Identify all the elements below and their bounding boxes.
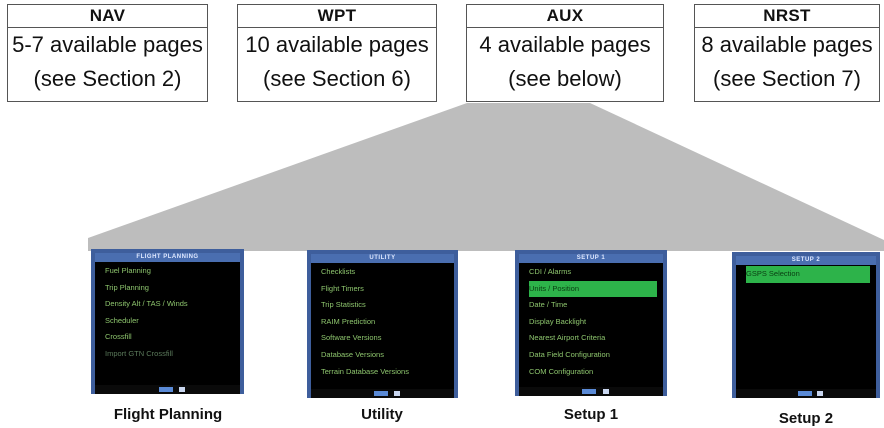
aux-box-reference: (see below)	[508, 66, 622, 91]
menu-list: CDI / Alarms Units / Position Date / Tim…	[529, 264, 657, 380]
menu-item[interactable]: Trip Planning	[105, 282, 149, 292]
screen-title: FLIGHT PLANNING	[95, 253, 240, 262]
page-indicator-bar	[95, 385, 240, 394]
nav-box-reference: (see Section 2)	[33, 66, 182, 91]
wpt-page-group-box: WPT 10 available pages (see Section 6)	[237, 4, 437, 102]
wpt-box-reference: (see Section 6)	[263, 66, 411, 91]
menu-list: Checklists Flight Timers Trip Statistics…	[321, 264, 448, 380]
page-indicator-bar	[311, 389, 454, 398]
nrst-box-header: NRST	[695, 5, 879, 28]
nav-box-count: 5-7 available pages	[12, 32, 203, 57]
aux-box-count: 4 available pages	[479, 32, 651, 57]
nrst-box-count: 8 available pages	[701, 32, 873, 57]
menu-list: GSPS Selection	[746, 266, 870, 283]
screen-title: UTILITY	[311, 254, 454, 263]
utility-caption: Utility	[361, 406, 403, 423]
page-indicator-bar	[736, 389, 876, 398]
nav-box-header: NAV	[8, 5, 207, 28]
flight-planning-screen: FLIGHT PLANNING Fuel Planning Trip Plann…	[91, 249, 244, 394]
wpt-box-count: 10 available pages	[245, 32, 429, 57]
menu-item[interactable]: Database Versions	[321, 349, 384, 359]
menu-item[interactable]: Density Alt / TAS / Winds	[105, 299, 188, 309]
menu-item-selected[interactable]: Units / Position	[529, 280, 657, 298]
aux-box-header: AUX	[467, 5, 663, 28]
setup-1-screen: SETUP 1 CDI / Alarms Units / Position Da…	[515, 250, 667, 396]
menu-item[interactable]: Software Versions	[321, 333, 382, 343]
nrst-page-group-box: NRST 8 available pages (see Section 7)	[694, 4, 880, 102]
menu-item[interactable]: Scheduler	[105, 315, 139, 325]
menu-item[interactable]: RAIM Prediction	[321, 316, 376, 326]
fan-shape	[88, 103, 884, 251]
screen-title: SETUP 1	[519, 254, 663, 263]
screen-title: SETUP 2	[736, 256, 876, 265]
menu-item[interactable]: Crossfill	[105, 332, 132, 342]
menu-item[interactable]: Display Backlight	[529, 316, 587, 326]
wpt-box-header: WPT	[238, 5, 436, 28]
screen-bezel	[307, 250, 458, 398]
menu-list: Fuel Planning Trip Planning Density Alt …	[105, 263, 234, 363]
menu-item[interactable]: CDI / Alarms	[529, 267, 572, 276]
flight-planning-caption: Flight Planning	[113, 406, 223, 423]
utility-screen: UTILITY Checklists Flight Timers Trip St…	[307, 250, 458, 398]
menu-item[interactable]: Data Field Configuration	[529, 349, 610, 359]
screen-bezel	[91, 249, 244, 394]
nrst-box-reference: (see Section 7)	[713, 66, 861, 91]
nav-page-group-box: NAV 5-7 available pages (see Section 2)	[7, 4, 208, 102]
menu-item[interactable]: Nearest Airport Criteria	[529, 333, 606, 343]
setup-2-caption: Setup 2	[778, 410, 834, 427]
menu-item[interactable]: COM Configuration	[529, 366, 594, 376]
aux-page-group-box: AUX 4 available pages (see below)	[466, 4, 664, 102]
setup-1-caption: Setup 1	[563, 406, 619, 423]
menu-item[interactable]: Trip Statistics	[321, 300, 366, 310]
menu-item-selected[interactable]: GSPS Selection	[746, 266, 870, 283]
menu-item[interactable]: Flight Timers	[321, 283, 364, 293]
menu-item[interactable]: Checklists	[321, 267, 356, 276]
menu-item[interactable]: Fuel Planning	[105, 266, 151, 275]
page-indicator-bar	[519, 387, 663, 396]
menu-item-disabled: Import GTN Crossfill	[105, 348, 173, 358]
menu-item[interactable]: Terrain Database Versions	[321, 366, 409, 376]
menu-item[interactable]: Date / Time	[529, 300, 568, 310]
setup-2-screen: SETUP 2 GSPS Selection	[732, 252, 880, 398]
